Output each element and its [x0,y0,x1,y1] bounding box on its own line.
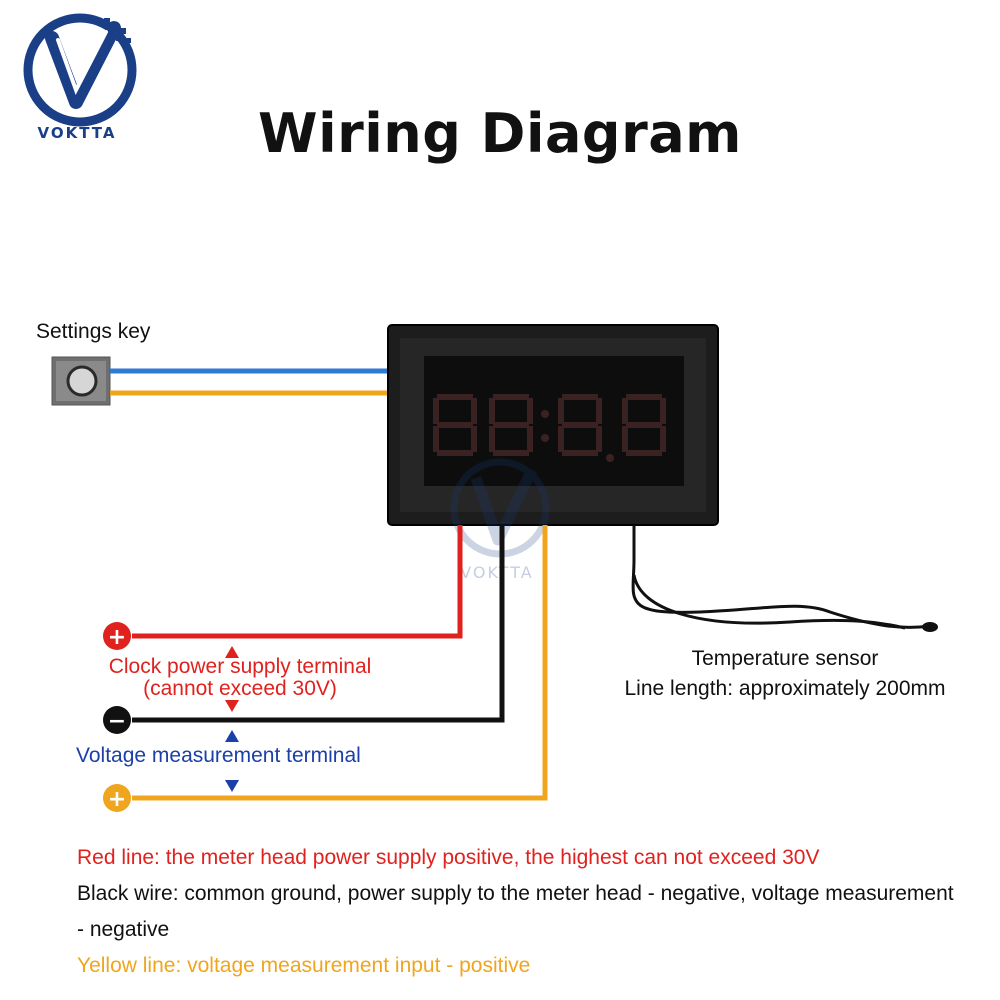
arrow-down-red [225,700,239,712]
sensor-probe [922,622,938,632]
arrow-up-blue [225,730,239,742]
settings-key-button [51,356,111,406]
note-black-wire: Black wire: common ground, power supply … [77,882,954,941]
line-length-label: Line length: approximately 200mm [624,677,946,700]
note-red-line: Red line: the meter head power supply po… [77,846,820,869]
seven-segment-display [433,394,666,462]
terminal-positive-red [103,622,131,650]
arrow-down-blue [225,780,239,792]
terminal-negative-black [103,706,131,734]
black-wire [132,525,505,723]
yellow-wire [132,525,548,801]
settings-key-label: Settings key [36,320,151,343]
red-wire [132,525,463,639]
voltage-measurement-label: Voltage measurement terminal [76,744,361,767]
logo-text: VOKTTA [37,124,117,142]
terminal-symbol: + [108,625,126,650]
arrow-up-red [225,646,239,658]
digit-3 [558,394,602,456]
temperature-sensor-label: Temperature sensor [691,647,879,670]
voktta-logo [23,13,137,127]
terminal-symbol: − [108,709,126,734]
digit-4 [622,394,666,456]
voltage-limit-label: (cannot exceed 30V) [143,677,337,700]
terminal-positive-yellow [103,784,131,812]
page-title: Wiring Diagram [258,102,742,165]
digit-2 [489,394,533,456]
digit-1 [433,394,477,456]
meter-head [387,324,719,526]
clock-power-label: Clock power supply terminal [108,655,372,678]
note-yellow-line: Yellow line: voltage measurement input -… [77,954,531,977]
watermark-text: VOKTTA [460,563,533,582]
terminal-symbol: + [108,787,126,812]
